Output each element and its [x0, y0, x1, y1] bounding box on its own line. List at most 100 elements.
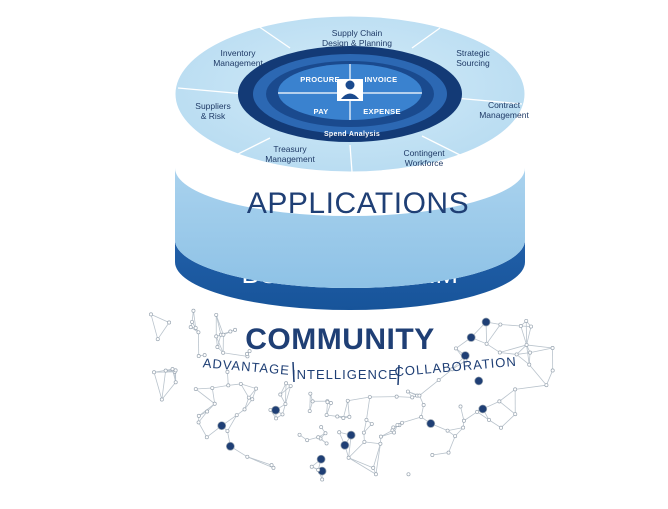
network-node: [407, 473, 410, 476]
network-node: [454, 347, 457, 350]
network-node: [406, 390, 409, 393]
network-link: [196, 388, 213, 389]
network-link: [489, 420, 501, 428]
network-node: [317, 436, 320, 439]
network-node: [205, 436, 208, 439]
network-node: [420, 415, 423, 418]
network-link: [366, 397, 369, 420]
network-node: [485, 342, 488, 345]
network-link: [349, 442, 365, 458]
network-node: [392, 431, 395, 434]
network-link: [343, 401, 347, 418]
network-link: [223, 353, 247, 357]
network-node: [363, 440, 366, 443]
segment-label: Contingent: [403, 148, 445, 158]
network-node: [152, 371, 155, 374]
network-node: [379, 435, 382, 438]
network-node: [454, 435, 457, 438]
network-node: [487, 418, 490, 421]
network-user-node: [467, 334, 475, 342]
network-user-node: [475, 377, 483, 385]
community-title: COMMUNITY: [245, 323, 434, 356]
network-node: [289, 384, 292, 387]
network-node: [370, 422, 373, 425]
network-link: [500, 325, 520, 326]
network-user-node: [226, 442, 234, 450]
network-node: [348, 415, 351, 418]
network-node: [462, 419, 465, 422]
network-node: [298, 433, 301, 436]
network-node: [274, 417, 277, 420]
tagline-collaboration: COLLABORATION: [394, 354, 517, 380]
network-link: [154, 372, 162, 399]
network-link: [247, 457, 273, 468]
network-node: [459, 405, 462, 408]
segment-label: Design & Planning: [322, 38, 392, 48]
segment-label: Sourcing: [456, 58, 490, 68]
network-node: [519, 324, 522, 327]
network-node: [168, 321, 171, 324]
network-node: [194, 326, 197, 329]
network-node: [446, 429, 449, 432]
network-node: [254, 387, 257, 390]
network-node: [171, 368, 174, 371]
network-user-node: [218, 422, 226, 430]
network-node: [243, 408, 246, 411]
network-node: [396, 423, 399, 426]
network-link: [419, 380, 438, 395]
network-node: [514, 388, 517, 391]
network-link: [349, 458, 376, 475]
network-link: [348, 401, 350, 417]
network-node: [235, 414, 238, 417]
network-node: [431, 453, 434, 456]
network-link: [487, 325, 501, 344]
network-node: [197, 331, 200, 334]
network-node: [336, 415, 339, 418]
network-node: [284, 382, 287, 385]
network-link: [212, 385, 228, 388]
network-node: [311, 400, 314, 403]
network-node: [206, 410, 209, 413]
network-user-node: [317, 455, 325, 463]
segment-label: Supply Chain: [332, 28, 383, 38]
segment-label: Treasury: [273, 144, 307, 154]
network-node: [418, 394, 421, 397]
network-node: [514, 413, 517, 416]
core-expense: EXPENSE: [363, 107, 401, 116]
tagline-advantage: ADVANTAGE: [202, 355, 290, 378]
network-node: [197, 354, 200, 357]
network-node: [525, 319, 528, 322]
network-node: [365, 418, 368, 421]
segment-label: Strategic: [456, 48, 490, 58]
network-node: [310, 465, 313, 468]
network-user-node: [341, 441, 349, 449]
network-node: [226, 429, 229, 432]
network-node: [174, 381, 177, 384]
network-node: [346, 399, 349, 402]
network-node: [379, 442, 382, 445]
network-link: [527, 327, 531, 345]
segment-label: & Risk: [201, 111, 226, 121]
network-node: [342, 416, 345, 419]
network-node: [545, 384, 548, 387]
network-node: [222, 351, 225, 354]
network-node: [215, 335, 218, 338]
network-link: [397, 397, 413, 398]
network-node: [422, 403, 425, 406]
network-node: [462, 426, 465, 429]
network-node: [160, 398, 163, 401]
network-node: [233, 328, 236, 331]
network-link: [373, 444, 380, 468]
tagline-intelligence: INTELLIGENCE: [292, 367, 398, 382]
network-node: [197, 414, 200, 417]
core-invoice: INVOICE: [365, 75, 398, 84]
network-node: [320, 426, 323, 429]
network-node: [329, 401, 332, 404]
network-link: [158, 322, 169, 339]
network-node: [498, 351, 501, 354]
network-node: [284, 402, 287, 405]
core-procure: PROCURE: [300, 75, 340, 84]
network-link: [521, 326, 527, 345]
